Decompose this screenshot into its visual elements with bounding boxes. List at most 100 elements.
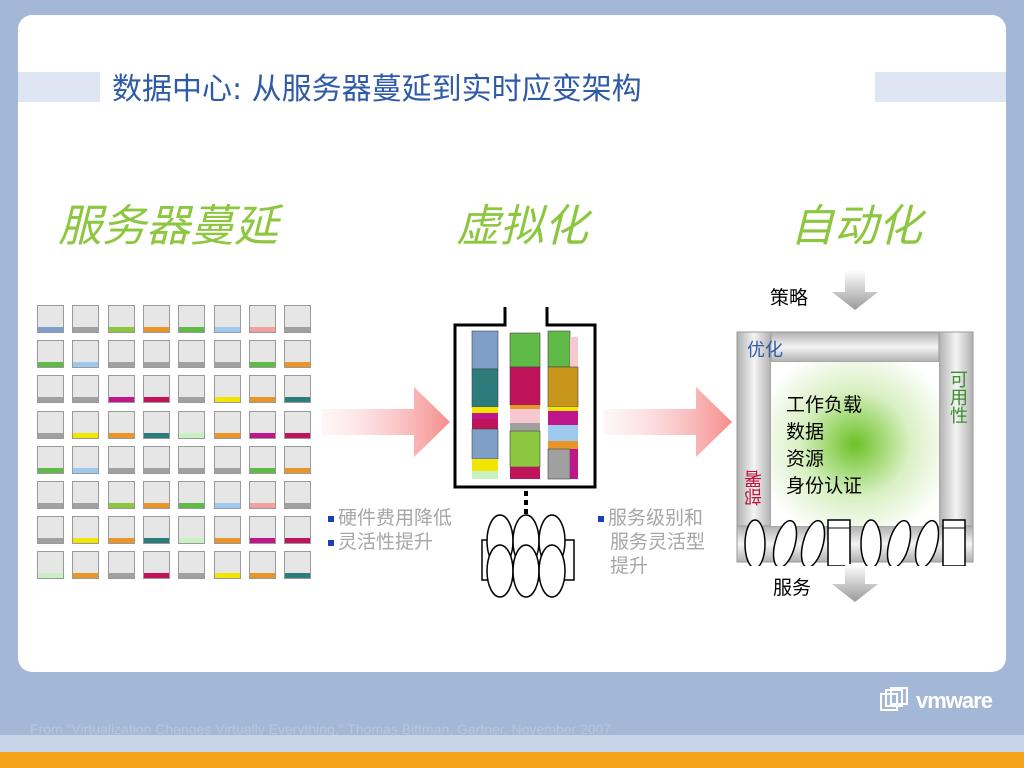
heading-virtualization: 虚拟化 <box>456 201 588 252</box>
server-status-bar <box>285 327 311 332</box>
server-icon <box>248 445 276 474</box>
server-icon <box>37 340 64 369</box>
server-icon <box>178 516 206 545</box>
server-status-bar <box>249 432 275 438</box>
server-status-bar <box>214 467 240 473</box>
server-status-bar <box>143 467 169 473</box>
optimize-label: 优化 <box>747 340 783 361</box>
server-icon <box>213 305 241 333</box>
server-icon <box>178 481 206 509</box>
server-icon <box>213 481 241 509</box>
vmware-logo-icon <box>880 687 908 711</box>
server-status-bar <box>179 397 205 403</box>
server-icon <box>213 551 241 580</box>
server-icon <box>142 481 170 509</box>
server-status-bar <box>108 397 134 403</box>
server-status-bar <box>143 362 169 368</box>
server-icon <box>213 375 241 404</box>
virtualization-rack-graphic <box>453 307 597 598</box>
bullet-item: 硬件费用降低 <box>328 506 458 530</box>
server-status-bar <box>249 327 275 332</box>
server-status-bar <box>108 503 134 508</box>
bullet-text: 硬件费用降低 <box>338 507 453 529</box>
server-icon <box>284 481 312 509</box>
server-status-bar <box>38 432 63 438</box>
server-icon <box>178 445 206 474</box>
server-status-bar <box>179 327 205 332</box>
server-icon <box>248 375 276 404</box>
server-icon <box>284 551 312 580</box>
server-status-bar <box>249 573 275 579</box>
server-icon <box>37 445 64 474</box>
vmware-logo-text: vmware <box>916 688 993 713</box>
server-status-bar <box>285 432 311 438</box>
arrow-right-icon <box>604 387 732 457</box>
server-status-bar <box>108 327 134 332</box>
server-icon <box>107 516 135 545</box>
server-icon <box>107 410 135 439</box>
server-status-bar <box>285 397 311 403</box>
server-status-bar <box>108 467 134 473</box>
deploy-label: 部署 <box>744 470 765 506</box>
server-icon <box>37 551 64 580</box>
server-status-bar <box>214 362 240 368</box>
server-status-bar <box>73 362 99 368</box>
server-status-bar <box>73 573 99 579</box>
server-icon <box>107 375 135 404</box>
server-status-bar <box>249 503 275 508</box>
server-status-bar <box>249 467 275 473</box>
slide-title: 数据中心: 从服务器蔓延到实时应变架构 <box>112 72 642 107</box>
server-icon <box>213 340 241 369</box>
server-icon <box>72 516 100 545</box>
server-icon <box>142 375 170 404</box>
server-status-bar <box>285 362 311 368</box>
server-status-bar <box>249 397 275 403</box>
title-band-right <box>875 72 1006 102</box>
server-status-bar <box>38 327 63 332</box>
server-icon <box>248 481 276 509</box>
server-status-bar <box>38 573 63 579</box>
server-icon <box>248 551 276 580</box>
server-icon <box>142 551 170 580</box>
server-status-bar <box>143 503 169 508</box>
server-status-bar <box>143 432 169 438</box>
server-status-bar <box>179 467 205 473</box>
arrow-down-icon <box>832 564 878 602</box>
service-label: 服务 <box>773 577 812 599</box>
server-status-bar <box>73 432 99 438</box>
server-icon <box>284 410 312 439</box>
server-icon <box>284 375 312 404</box>
server-icon <box>107 445 135 474</box>
server-status-bar <box>285 538 311 544</box>
server-icon <box>107 481 135 509</box>
server-icon <box>72 340 100 369</box>
heading-server-sprawl: 服务器蔓延 <box>58 201 278 252</box>
availability-label: 可用性 <box>947 370 968 424</box>
center-item: 身份认证 <box>786 475 863 497</box>
bullet-item: 服务级别和服务灵活型提升 <box>598 506 708 578</box>
server-status-bar <box>179 573 205 579</box>
server-status-bar <box>214 432 240 438</box>
server-status-bar <box>108 432 134 438</box>
server-icon <box>284 340 312 369</box>
policy-label: 策略 <box>770 287 809 309</box>
server-icon <box>72 375 100 404</box>
server-icon <box>37 305 64 333</box>
server-icon <box>248 516 276 545</box>
server-status-bar <box>38 503 63 508</box>
server-status-bar <box>214 538 240 544</box>
server-icon <box>107 305 135 333</box>
server-icon <box>284 305 312 333</box>
server-status-bar <box>214 327 240 332</box>
server-icon <box>72 305 100 333</box>
server-status-bar <box>143 327 169 332</box>
server-icon <box>72 410 100 439</box>
bullet-square-icon <box>598 515 604 522</box>
server-icon <box>178 340 206 369</box>
server-status-bar <box>38 467 63 473</box>
server-status-bar <box>73 503 99 508</box>
server-status-bar <box>285 467 311 473</box>
server-status-bar <box>179 362 205 368</box>
server-icon <box>178 305 206 333</box>
server-status-bar <box>249 362 275 368</box>
